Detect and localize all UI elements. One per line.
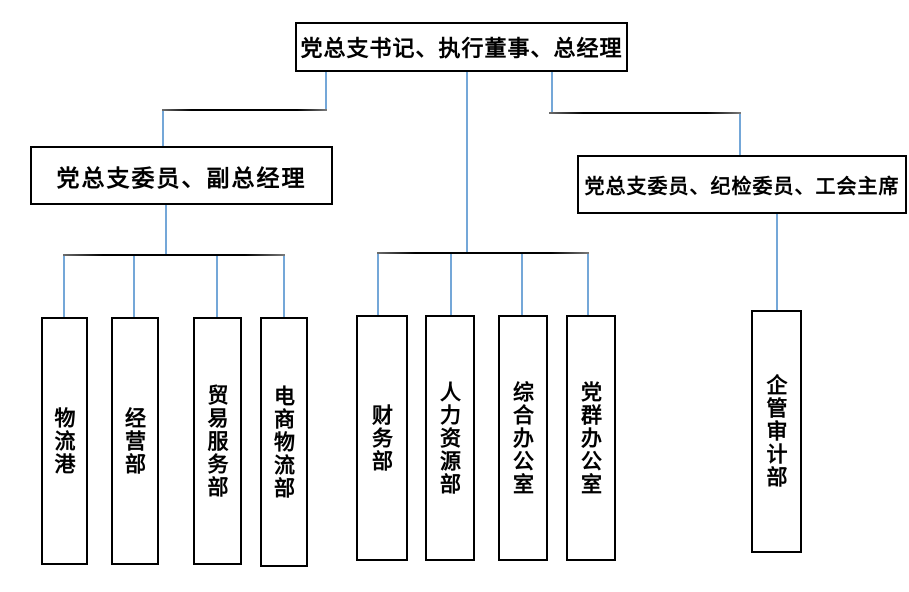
- org-box-dept-dangqunbangongshi: 党群办公室: [566, 315, 616, 561]
- org-box-deputy-gm-label: 党总支委员、副总经理: [56, 164, 307, 192]
- connector-drop-maoyifuwubu: [216, 254, 218, 317]
- connector-left-box-to-left-bus: [165, 205, 167, 254]
- dept-label: 贸易服务部: [205, 383, 230, 499]
- connector-drop-jingyingbu: [133, 254, 135, 317]
- connector-elbow-to-right-box: [739, 112, 741, 155]
- org-box-union-chair: 党总支委员、纪检委员、工会主席: [577, 155, 907, 214]
- org-box-dept-jingyingbu: 经营部: [111, 317, 159, 565]
- org-box-dept-dianshangwuliubu: 电商物流部: [260, 317, 308, 567]
- org-box-dept-renliziyuanbu: 人力资源部: [425, 315, 475, 561]
- connector-right-elbow-horizontal: [549, 112, 741, 114]
- org-box-dept-maoyifuwubu: 贸易服务部: [193, 317, 242, 565]
- connector-drop-dangqunbangongshi: [587, 252, 589, 315]
- dept-label: 党群办公室: [578, 380, 604, 496]
- dept-label: 经营部: [122, 406, 148, 476]
- connector-left-elbow-horizontal: [162, 109, 327, 111]
- connector-drop-caiwubu: [377, 252, 379, 315]
- org-box-union-chair-label: 党总支委员、纪检委员、工会主席: [584, 174, 900, 198]
- connector-middle-bus: [377, 252, 589, 254]
- dept-label: 财务部: [369, 403, 395, 473]
- org-box-dept-qiguanshenjibu: 企管审计部: [751, 310, 802, 553]
- connector-root-to-middle-bus: [466, 72, 468, 252]
- connector-drop-wuliugang: [63, 254, 65, 317]
- connector-root-to-right-elbow: [551, 72, 553, 112]
- connector-right-box-to-qiguanshenjibu: [776, 214, 778, 310]
- dept-label: 企管审计部: [764, 374, 789, 489]
- dept-label: 电商物流部: [271, 384, 297, 500]
- org-box-deputy-gm: 党总支委员、副总经理: [30, 146, 333, 205]
- connector-root-to-left-elbow: [325, 72, 327, 109]
- org-box-root-label: 党总支书记、执行董事、总经理: [300, 36, 623, 62]
- dept-label: 物流港: [52, 406, 77, 476]
- dept-label: 人力资源部: [437, 380, 463, 496]
- org-box-dept-caiwubu: 财务部: [356, 315, 408, 561]
- connector-drop-zonghebangongshi: [521, 252, 523, 315]
- connector-left-bus: [63, 254, 285, 256]
- connector-drop-dianshangwuliubu: [283, 254, 285, 317]
- org-box-dept-wuliugang: 物流港: [41, 317, 88, 565]
- connector-drop-renliziyuanbu: [450, 252, 452, 315]
- dept-label: 综合办公室: [510, 380, 536, 496]
- org-box-root: 党总支书记、执行董事、总经理: [295, 22, 628, 72]
- connector-elbow-to-left-box: [162, 109, 164, 146]
- org-box-dept-zonghebangongshi: 综合办公室: [498, 315, 548, 561]
